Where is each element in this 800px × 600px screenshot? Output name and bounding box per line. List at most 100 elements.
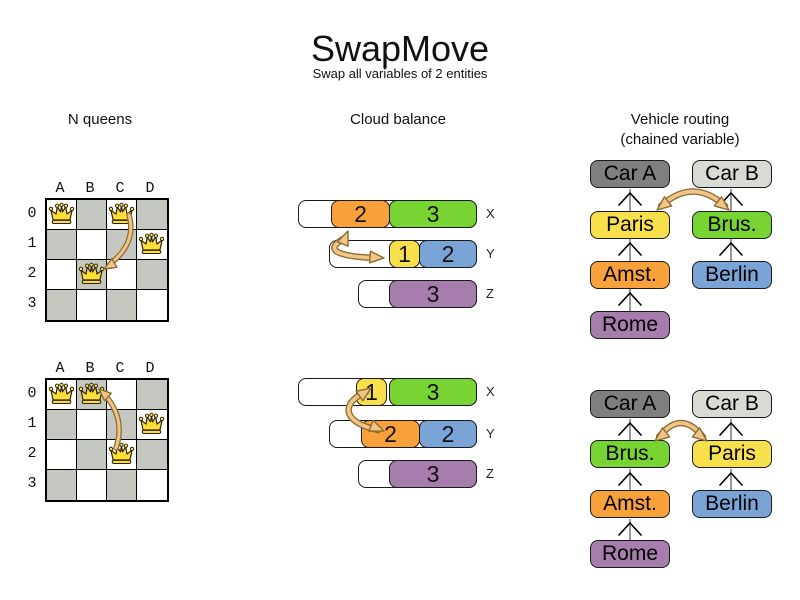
- board2-row-label-1: 1: [27, 415, 37, 432]
- chain-arrow: [618, 189, 642, 211]
- cloud-computer-label-y: Y: [486, 426, 495, 441]
- board-cell: [107, 380, 137, 410]
- board-cell: [47, 380, 77, 410]
- board-cell: [77, 440, 107, 470]
- board-cell: [77, 380, 107, 410]
- board2-col-label-c: C: [115, 360, 125, 377]
- board2-row-label-3: 3: [27, 475, 37, 492]
- board1-col-label-d: D: [145, 180, 155, 197]
- board1-row-label-2: 2: [27, 265, 37, 282]
- board-cell: [107, 230, 137, 260]
- vehicle-node-berlin: Berlin: [692, 261, 772, 289]
- chain-arrow: [618, 419, 642, 440]
- queen-icon-c2: [108, 442, 135, 466]
- cloud-computer-label-x: X: [486, 206, 495, 221]
- chain-arrow: [618, 469, 642, 490]
- vehicle-node-car-a: Car A: [590, 160, 670, 188]
- cloud-process-block: 2: [419, 240, 477, 268]
- vehicle-node-brus: Brus.: [692, 211, 772, 239]
- cloud-process-block: 2: [361, 420, 420, 448]
- cloud-process-block: 3: [389, 378, 477, 406]
- board1-row-label-0: 0: [27, 205, 37, 222]
- section-label-nqueens: N queens: [67, 111, 133, 128]
- board1-col-label-c: C: [115, 180, 125, 197]
- queen-icon-a0: [48, 382, 75, 406]
- chain-arrow: [719, 469, 743, 490]
- vehicle-node-paris: Paris: [692, 440, 772, 468]
- cloud-computer-label-x: X: [486, 384, 495, 399]
- vehicle-node-berlin: Berlin: [692, 490, 772, 518]
- board-cell: [47, 410, 77, 440]
- board1-col-label-a: A: [55, 180, 65, 197]
- board2-row-label-0: 0: [27, 385, 37, 402]
- cloud-process-block: 2: [331, 200, 390, 228]
- board-cell: [107, 470, 137, 500]
- board-cell: [137, 260, 167, 290]
- cloud-process-block: 3: [389, 280, 477, 308]
- board2-col-label-b: B: [85, 360, 95, 377]
- queen-icon-a0: [48, 202, 75, 226]
- board1-row-label-1: 1: [27, 235, 37, 252]
- queen-icon-d1: [138, 412, 165, 436]
- queen-icon-b2: [78, 262, 105, 286]
- board-cell: [77, 470, 107, 500]
- board-cell: [47, 290, 77, 320]
- board-cell: [77, 200, 107, 230]
- board-cell: [107, 440, 137, 470]
- cloud-computer-label-z: Z: [486, 286, 494, 301]
- cloud-process-block: 3: [389, 460, 477, 488]
- board1-row-label-3: 3: [27, 295, 37, 312]
- section-label-cloud: Cloud balance: [350, 111, 446, 128]
- board-cell: [107, 200, 137, 230]
- vehicle-node-car-b: Car B: [692, 160, 772, 188]
- board-cell: [77, 230, 107, 260]
- board-cell: [77, 290, 107, 320]
- cloud-computer-label-y: Y: [486, 246, 495, 261]
- board-cell: [137, 200, 167, 230]
- cloud-process-block: 1: [356, 378, 387, 406]
- nqueens-board-before: [45, 198, 169, 322]
- board-cell: [137, 440, 167, 470]
- vehicle-node-car-b: Car B: [692, 390, 772, 418]
- chain-arrow: [719, 419, 743, 440]
- vehicle-node-amst: Amst.: [590, 490, 670, 518]
- board-cell: [137, 380, 167, 410]
- board-cell: [107, 290, 137, 320]
- queen-icon-d1: [138, 232, 165, 256]
- board-cell: [137, 470, 167, 500]
- vehicle-node-car-a: Car A: [590, 390, 670, 418]
- chain-arrow: [719, 189, 743, 211]
- queen-icon-c0: [108, 202, 135, 226]
- board-cell: [107, 260, 137, 290]
- board2-row-label-2: 2: [27, 445, 37, 462]
- board2-col-label-a: A: [55, 360, 65, 377]
- chain-arrow: [618, 519, 642, 540]
- board-cell: [47, 470, 77, 500]
- board-cell: [47, 200, 77, 230]
- chain-arrow: [719, 239, 743, 261]
- board-cell: [77, 410, 107, 440]
- vehicle-node-paris: Paris: [590, 211, 670, 239]
- section-label-vehicle: Vehicle routing: [630, 111, 730, 128]
- board-cell: [47, 440, 77, 470]
- chain-arrow: [618, 289, 642, 311]
- board1-col-label-b: B: [85, 180, 95, 197]
- queen-icon-b0: [78, 382, 105, 406]
- board-cell: [137, 230, 167, 260]
- cloud-process-block: 2: [419, 420, 477, 448]
- nqueens-board-after: [45, 378, 169, 502]
- board-cell: [47, 230, 77, 260]
- board-cell: [77, 260, 107, 290]
- board-cell: [47, 260, 77, 290]
- vehicle-node-rome: Rome: [590, 540, 670, 568]
- cloud-computer-label-z: Z: [486, 466, 494, 481]
- vehicle-node-brus: Brus.: [590, 440, 670, 468]
- board-cell: [137, 410, 167, 440]
- cloud-process-block: 3: [389, 200, 477, 228]
- page-title: SwapMove: [310, 28, 490, 69]
- board-cell: [137, 290, 167, 320]
- vehicle-node-amst: Amst.: [590, 261, 670, 289]
- cloud-process-block: 1: [389, 240, 420, 268]
- vehicle-node-rome: Rome: [590, 311, 670, 339]
